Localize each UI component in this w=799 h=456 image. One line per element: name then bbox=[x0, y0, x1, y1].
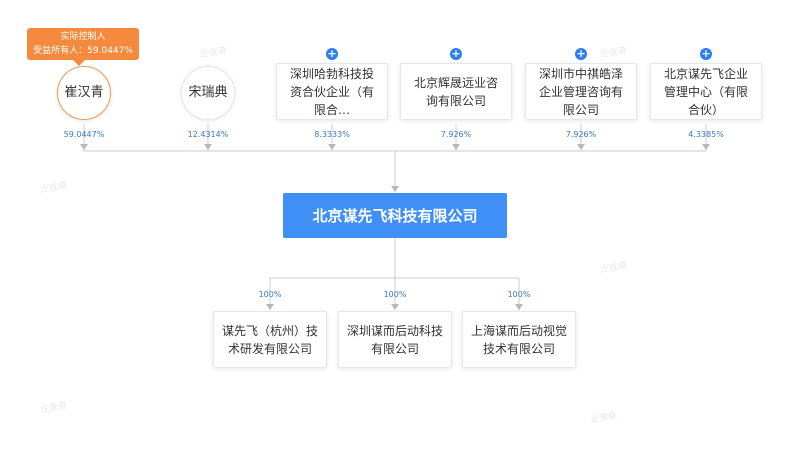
shareholder-percent: 4.3385% bbox=[688, 130, 724, 139]
subsidiary-name: 深圳谋而后动科技有限公司 bbox=[347, 323, 444, 356]
controller-tag-title: 实际控制人 bbox=[60, 32, 106, 42]
subsidiary-percent: 100% bbox=[507, 290, 531, 299]
shareholder-name: 北京辉晟远业咨询有限公司 bbox=[413, 75, 498, 108]
subsidiary-percent: 100% bbox=[383, 290, 407, 299]
expand-plus-icon[interactable]: + bbox=[450, 47, 462, 60]
shareholder-node[interactable]: 深圳哈勃科技投资合伙企业（有限合… bbox=[276, 63, 388, 120]
subsidiary-node[interactable]: 谋先飞（杭州）技术研发有限公司 bbox=[213, 311, 327, 368]
controller-tag-pointer bbox=[73, 60, 85, 66]
shareholder-name: 北京谋先飞企业管理中心（有限合伙） bbox=[663, 66, 748, 117]
shareholder-name: 崔汉青 bbox=[64, 85, 104, 100]
expand-plus-icon[interactable]: + bbox=[575, 47, 587, 60]
shareholder-percent: 12.4314% bbox=[187, 130, 229, 139]
shareholder-node[interactable]: 北京谋先飞企业管理中心（有限合伙） bbox=[650, 63, 762, 120]
expand-plus-icon[interactable]: + bbox=[700, 47, 712, 60]
company-name: 北京谋先飞科技有限公司 bbox=[312, 206, 478, 225]
shareholder-percent: 8.3333% bbox=[314, 130, 350, 139]
subsidiary-node[interactable]: 上海谋而后动视觉技术有限公司 bbox=[462, 311, 576, 368]
controller-tag: 实际控制人 受益所有人：59.0447% bbox=[27, 28, 139, 60]
shareholder-name: 宋瑞典 bbox=[188, 85, 228, 100]
subsidiary-name: 上海谋而后动视觉技术有限公司 bbox=[471, 323, 568, 356]
subsidiary-node[interactable]: 深圳谋而后动科技有限公司 bbox=[338, 311, 452, 368]
shareholder-percent: 7.926% bbox=[565, 130, 597, 139]
shareholder-node[interactable]: 宋瑞典 bbox=[181, 66, 235, 120]
shareholder-percent: 7.926% bbox=[440, 130, 472, 139]
subsidiary-percent: 100% bbox=[258, 290, 282, 299]
company-node[interactable]: 北京谋先飞科技有限公司 bbox=[283, 193, 507, 238]
subsidiary-name: 谋先飞（杭州）技术研发有限公司 bbox=[222, 323, 319, 356]
controller-tag-beneficiary: 受益所有人：59.0447% bbox=[33, 46, 133, 56]
shareholder-node[interactable]: 北京辉晟远业咨询有限公司 bbox=[400, 63, 512, 120]
shareholder-node[interactable]: 深圳市中祺皓泽企业管理咨询有限公司 bbox=[525, 63, 637, 120]
expand-plus-icon[interactable]: + bbox=[326, 47, 338, 60]
shareholder-percent: 59.0447% bbox=[63, 130, 105, 139]
shareholder-node[interactable]: 崔汉青 bbox=[57, 66, 111, 120]
shareholder-name: 深圳市中祺皓泽企业管理咨询有限公司 bbox=[538, 66, 623, 117]
shareholder-name: 深圳哈勃科技投资合伙企业（有限合… bbox=[289, 66, 374, 117]
